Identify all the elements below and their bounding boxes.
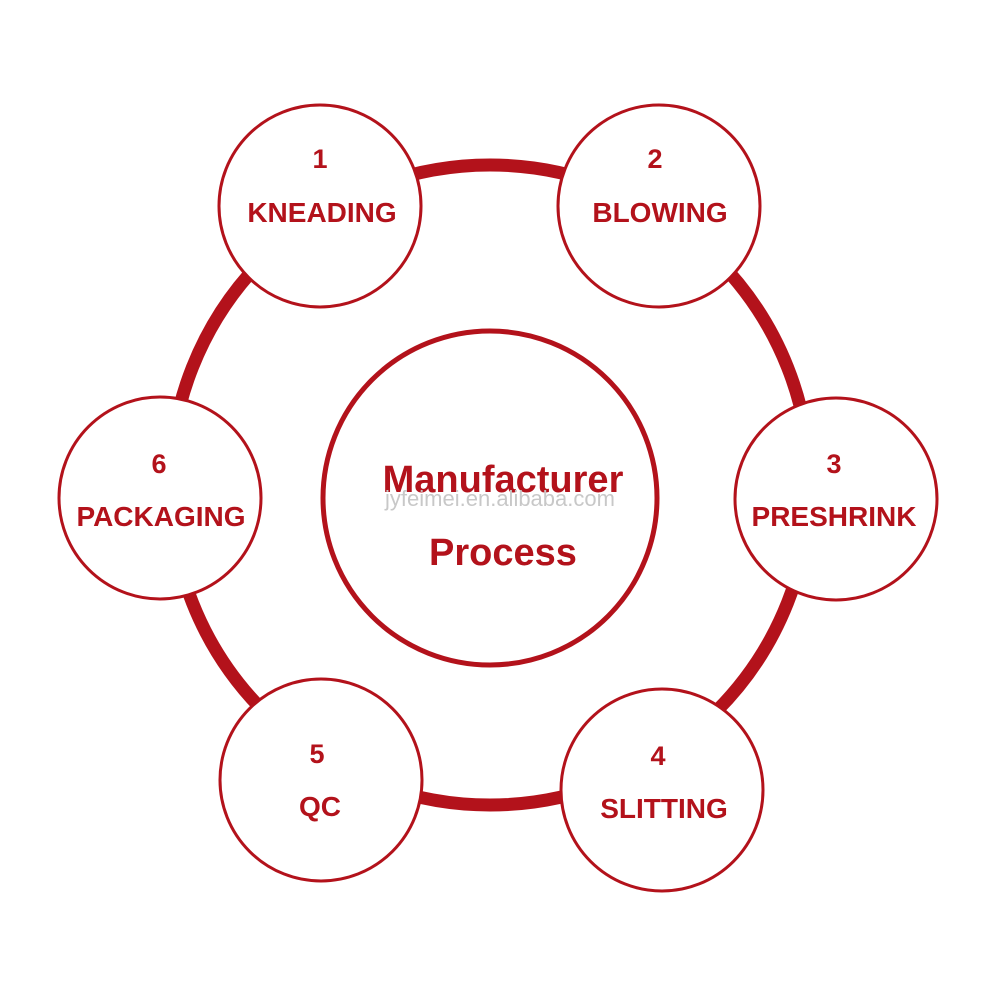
step-node-2: 2 BLOWING (556, 103, 762, 309)
step-label: SLITTING (600, 793, 728, 824)
center-title-line1: Manufacturer (383, 459, 624, 501)
step-circle (733, 396, 939, 602)
step-label: PACKAGING (76, 501, 245, 532)
step-label: KNEADING (247, 197, 396, 228)
step-number: 2 (647, 144, 662, 174)
step-node-6: 6 PACKAGING (57, 395, 263, 601)
step-node-3: 3 PRESHRINK (733, 396, 939, 602)
step-number: 3 (826, 449, 841, 479)
step-label: PRESHRINK (752, 501, 917, 532)
step-label: BLOWING (592, 197, 727, 228)
step-circle (556, 103, 762, 309)
step-circle (559, 687, 765, 893)
step-number: 4 (650, 741, 665, 771)
step-label: QC (299, 791, 341, 822)
step-circle (217, 103, 423, 309)
center-title-line2: Process (429, 532, 577, 574)
step-circle (218, 677, 424, 883)
step-circle (57, 395, 263, 601)
step-number: 5 (309, 739, 324, 769)
step-node-1: 1 KNEADING (217, 103, 423, 309)
center-circle (320, 328, 660, 668)
step-node-5: 5 QC (218, 677, 424, 883)
step-node-4: 4 SLITTING (559, 687, 765, 893)
step-number: 1 (312, 144, 327, 174)
center-node: Manufacturer Process jyfeimei.en.alibaba… (320, 328, 660, 668)
step-number: 6 (151, 449, 166, 479)
watermark-text: jyfeimei.en.alibaba.com (384, 486, 615, 511)
